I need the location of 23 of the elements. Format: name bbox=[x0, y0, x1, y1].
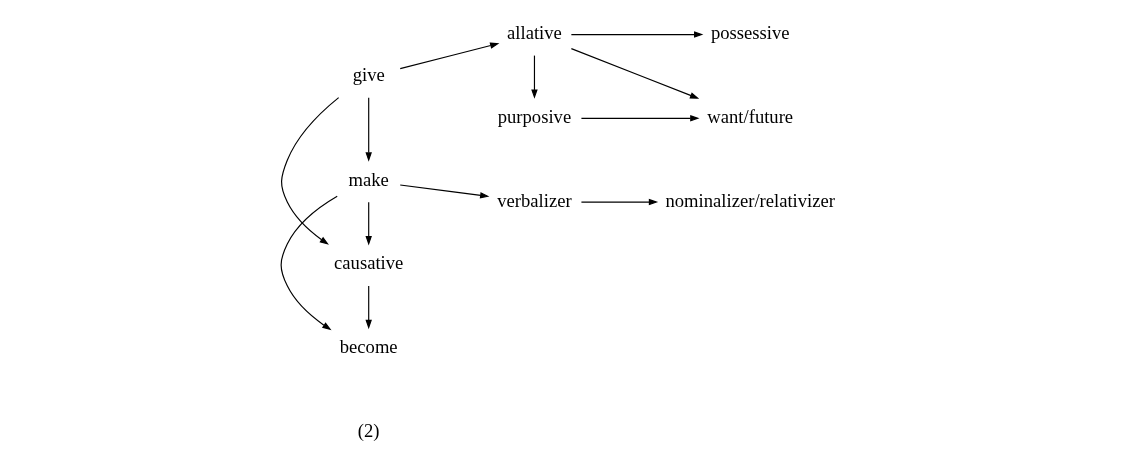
node-text: verbalizer bbox=[496, 189, 572, 211]
arrow bbox=[399, 41, 499, 69]
node-text: give bbox=[352, 63, 385, 85]
node-text: allative bbox=[506, 21, 562, 43]
arrow bbox=[580, 114, 699, 122]
node-text: nominalizer/relativizer bbox=[665, 189, 835, 211]
node-text: possessive bbox=[710, 21, 790, 43]
node-text: make bbox=[348, 168, 389, 190]
arrow bbox=[530, 54, 538, 99]
node-text: causative bbox=[333, 251, 403, 273]
node-text: purposive bbox=[497, 105, 571, 127]
arrow bbox=[570, 30, 703, 38]
arrow bbox=[364, 96, 372, 162]
arrow bbox=[280, 96, 339, 245]
arrow bbox=[580, 198, 658, 205]
arrow bbox=[364, 284, 372, 329]
node-text: become bbox=[339, 335, 398, 357]
arrow bbox=[280, 195, 338, 330]
arrow bbox=[399, 183, 489, 198]
label: (2) bbox=[357, 419, 380, 441]
node-text: want/future bbox=[706, 105, 793, 127]
arrow bbox=[364, 201, 372, 245]
arrow bbox=[570, 47, 699, 99]
